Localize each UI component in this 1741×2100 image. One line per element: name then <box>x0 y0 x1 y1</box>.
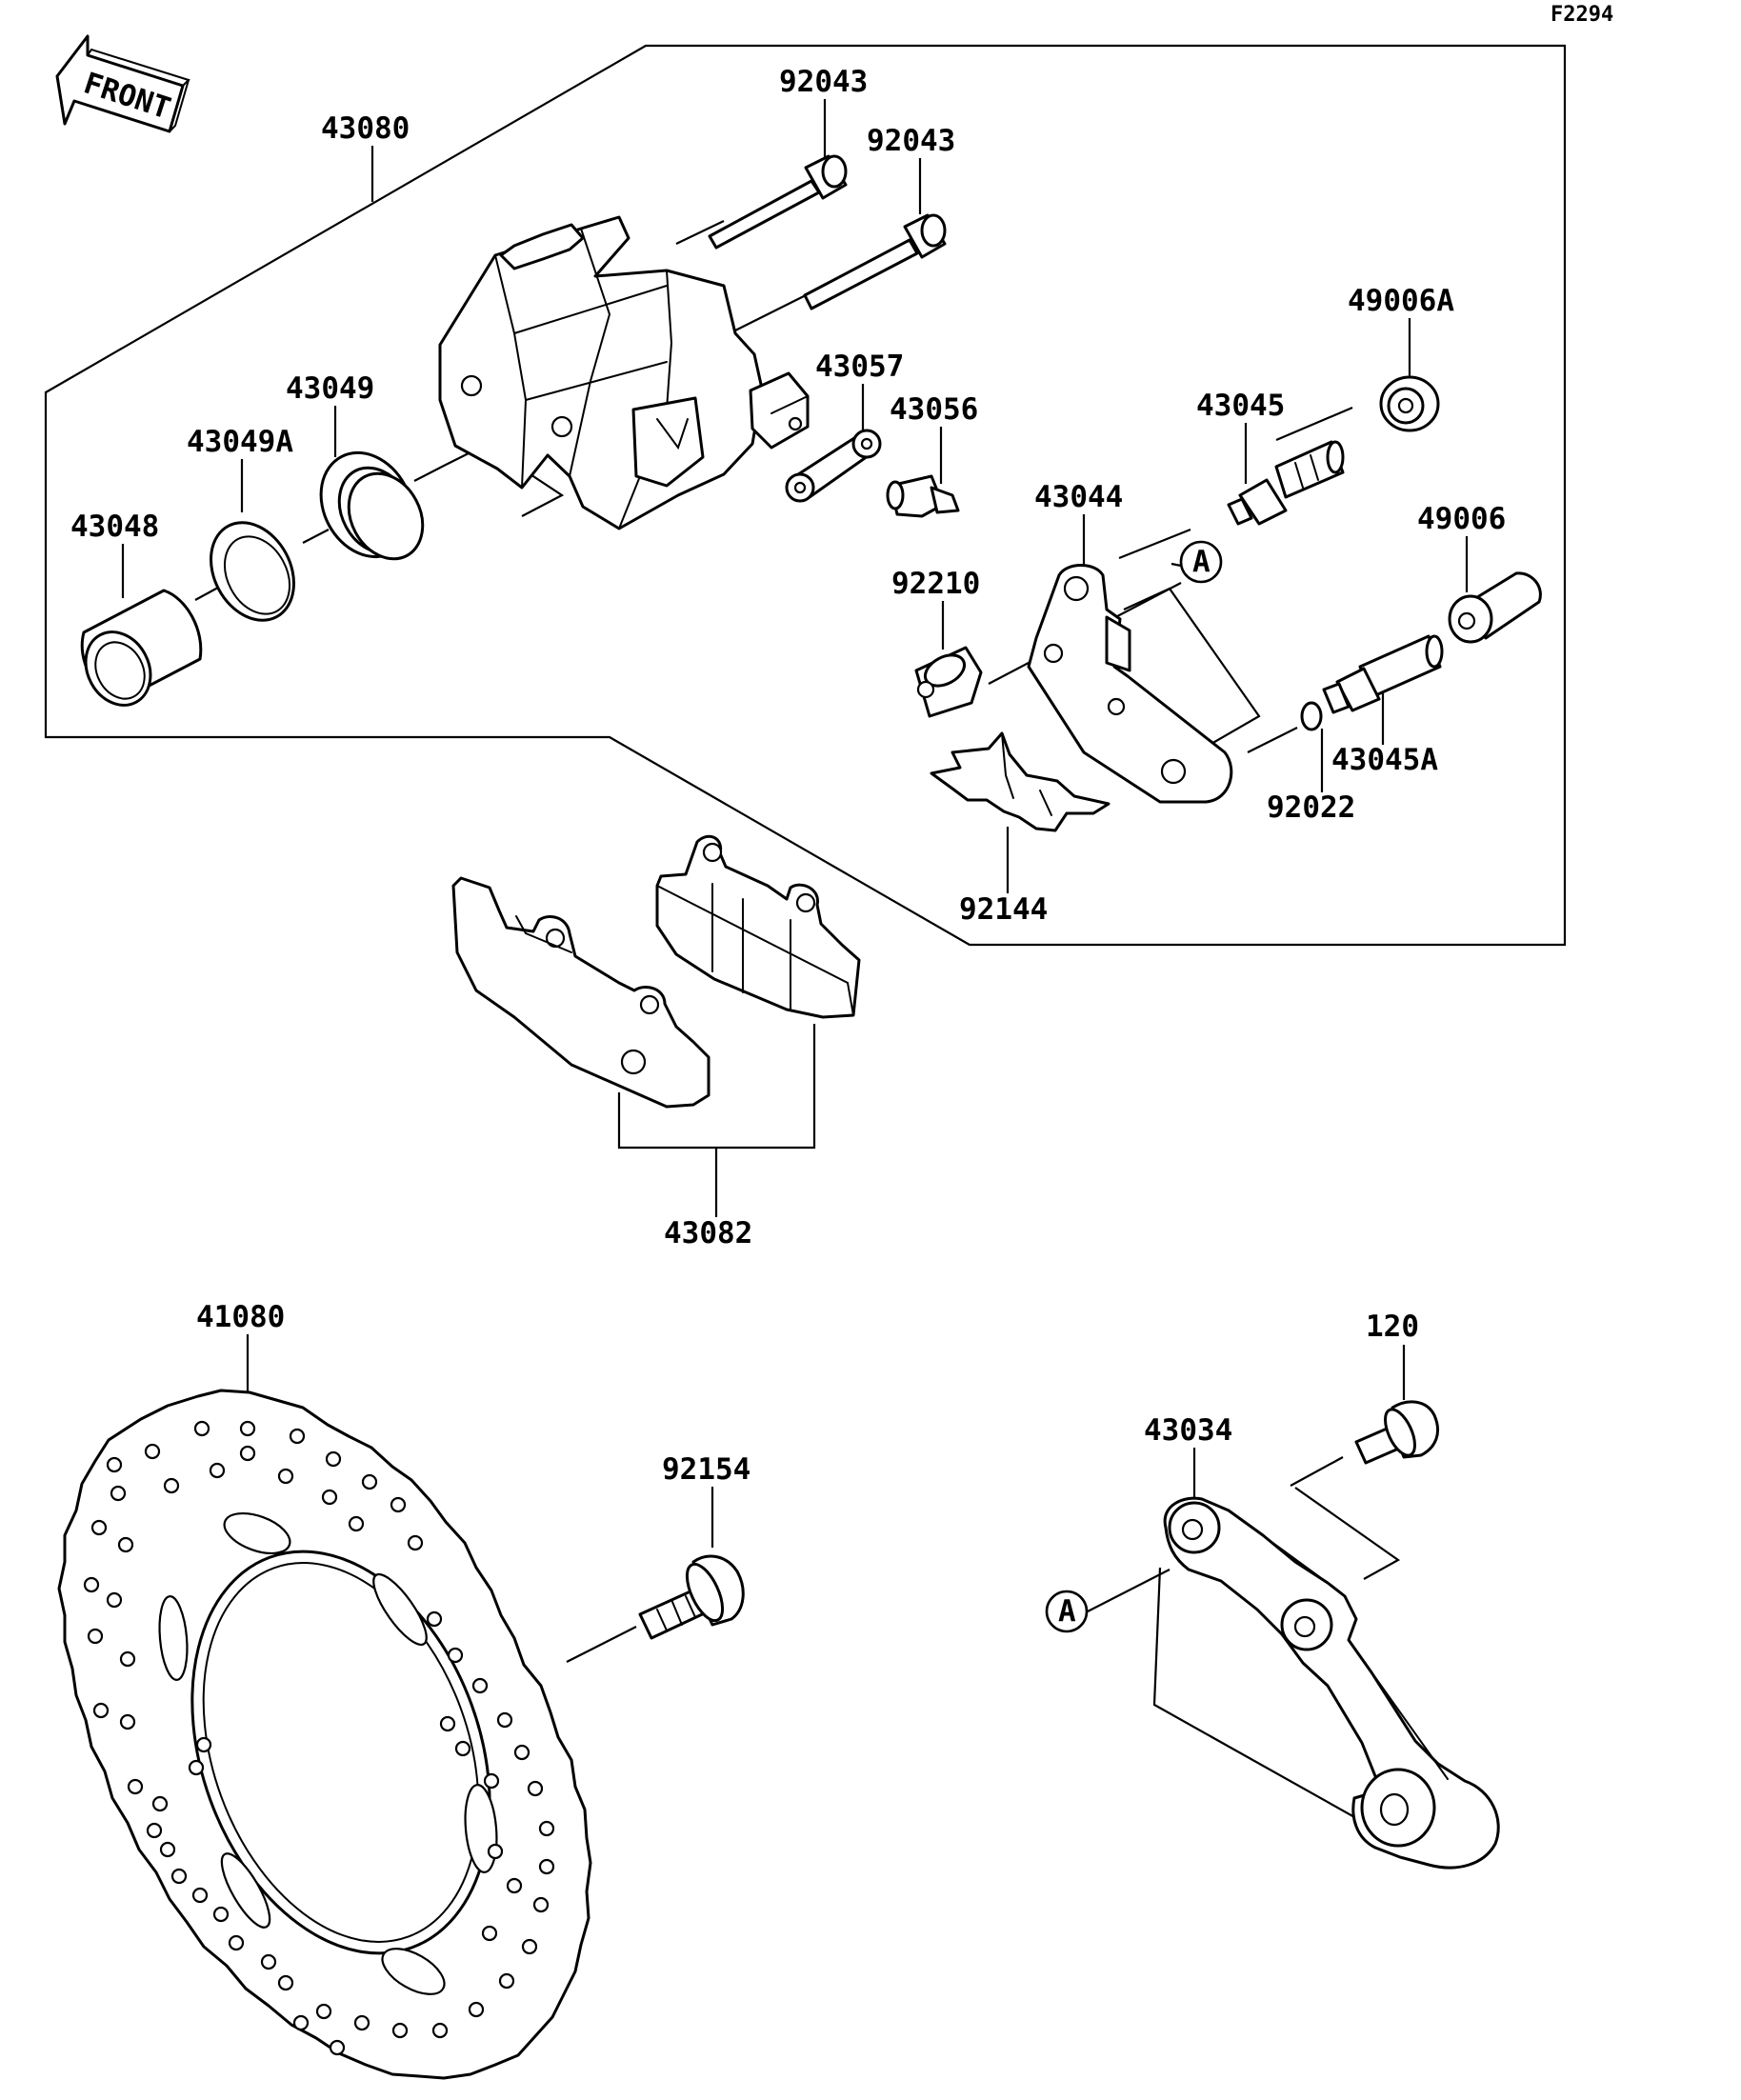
bracket-link <box>785 429 882 503</box>
slide-pin-upper <box>708 154 848 250</box>
front-arrow-icon: FRONT <box>55 34 190 133</box>
label-43045A: 43045A <box>1331 743 1438 777</box>
label-43048: 43048 <box>70 510 159 544</box>
dust-seal <box>210 521 295 622</box>
label-43045: 43045 <box>1196 389 1285 423</box>
washer-92022 <box>1300 701 1323 731</box>
label-92043-lower: 92043 <box>867 124 955 158</box>
reference-marker-a-lower: A <box>1045 1590 1089 1633</box>
brake-disc <box>57 1389 592 2080</box>
caliper-assembly-boundary <box>44 44 1567 947</box>
label-49006A: 49006A <box>1348 284 1454 318</box>
label-43082: 43082 <box>664 1216 752 1250</box>
label-92043-upper: 92043 <box>779 65 868 99</box>
label-120: 120 <box>1366 1310 1419 1344</box>
brake-pad-rear <box>451 876 710 1109</box>
rubber-boot-a <box>1379 375 1440 432</box>
caliper-holder <box>1027 564 1233 804</box>
caliper-body <box>438 215 810 530</box>
disc-drill-holes <box>83 1420 555 2056</box>
label-43034: 43034 <box>1144 1413 1232 1448</box>
torque-link <box>1163 1496 1500 1870</box>
pad-spring <box>930 731 1111 832</box>
caliper-shaft-a <box>1322 634 1444 714</box>
dust-boot <box>1448 571 1542 644</box>
brake-pad-front <box>655 834 861 1019</box>
slide-pin-lower <box>803 213 947 310</box>
label-43056: 43056 <box>890 392 978 427</box>
label-92210: 92210 <box>891 567 980 601</box>
svg-text:A: A <box>1192 545 1211 579</box>
label-92154: 92154 <box>662 1452 750 1487</box>
svg-text:A: A <box>1058 1594 1076 1629</box>
label-43049: 43049 <box>286 371 374 406</box>
bolt-92210 <box>914 646 983 718</box>
label-43080: 43080 <box>321 111 410 146</box>
bleed-valve <box>886 474 960 518</box>
piston <box>80 589 203 707</box>
label-92144: 92144 <box>959 892 1048 927</box>
caliper-shaft <box>1227 440 1345 526</box>
label-43049A: 43049A <box>187 425 293 459</box>
label-43057: 43057 <box>815 350 904 384</box>
piston-seal <box>319 450 425 561</box>
label-92022: 92022 <box>1267 790 1355 825</box>
disc-bolt <box>638 1554 745 1640</box>
figure-code: F2294 <box>1551 3 1613 27</box>
label-43044: 43044 <box>1034 480 1123 514</box>
label-41080: 41080 <box>196 1300 285 1334</box>
reference-marker-a-upper: A <box>1179 540 1223 584</box>
label-49006: 49006 <box>1417 502 1506 536</box>
bolt-120 <box>1354 1400 1439 1465</box>
